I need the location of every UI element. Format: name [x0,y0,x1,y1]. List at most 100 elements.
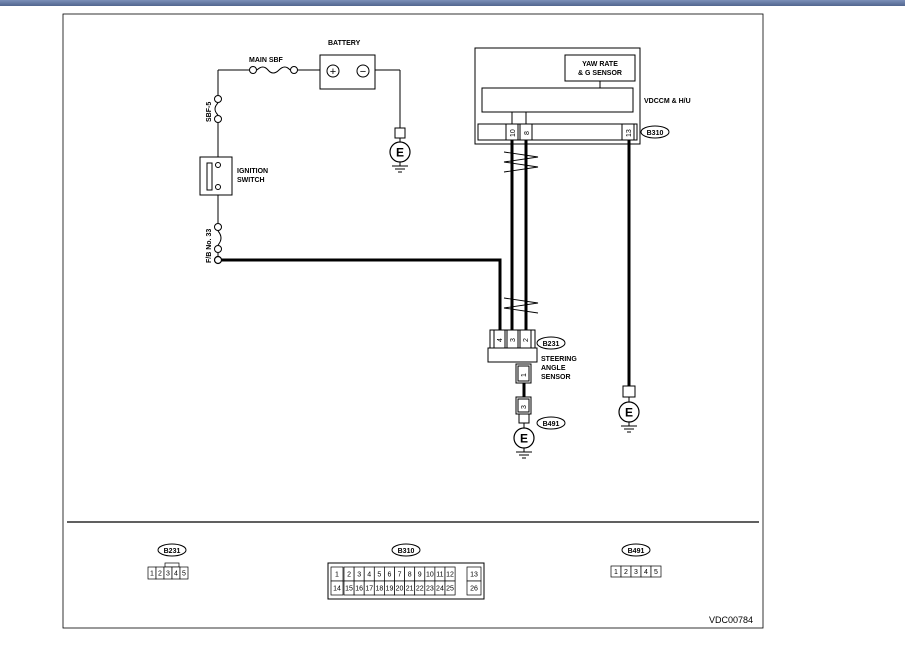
twisted-pair-marks [503,151,539,314]
steering-pin-1: 1 [521,373,528,377]
b491-oval [536,416,566,430]
b310-face-pin: 14 [333,586,341,593]
fb33-wire-terminal [213,255,223,265]
steering-ground-symbol [516,448,532,459]
vdccm-connector-strip [477,123,638,141]
b231-face-pin-cell [179,566,189,580]
b310-face-pin-cell [444,580,456,596]
battery-ground-symbol [392,162,408,173]
b491-face-pin: 2 [624,569,628,576]
ignition-label-2: SWITCH [237,177,265,184]
battery-label: BATTERY [328,40,361,47]
b310-face-pin: 21 [406,586,414,593]
b231-face-pin: 1 [150,571,154,578]
steering-sensor-body [487,347,538,363]
battery-plus-sign: + [330,66,336,78]
b310-face-pin: 2 [347,572,351,579]
b310-face-pin: 16 [355,586,363,593]
vdccm-pin-10: 10 [510,129,517,137]
b491-pin-3: 3 [521,405,528,409]
b310-face-pin: 20 [396,586,404,593]
b491-label: B491 [543,421,560,428]
steering-pin-3: 3 [510,338,517,342]
window-title-bar [0,0,905,6]
b310-face-pin: 7 [398,572,402,579]
vdccm-pin-8: 8 [524,131,531,135]
b310-oval [640,125,670,139]
b231-face-pin: 4 [174,571,178,578]
b310-face-pin-cell [330,580,344,596]
steering-label-2: ANGLE [541,365,566,372]
b491-face-pin: 5 [654,569,658,576]
b231-face-oval [157,543,187,557]
diagram-frame [62,13,764,629]
battery-minus-sign: − [360,66,366,78]
ignition-terminal-bottom [215,184,221,190]
b310-face-pin: 1 [335,572,339,579]
main-sbf-label: MAIN SBF [249,57,284,64]
b310-face-pin: 4 [367,572,371,579]
terminal-circles [214,66,298,253]
b491-face-pin-cell [650,565,662,578]
vdccm-ground-label: E [625,406,633,420]
power-supply-circuit [214,66,401,260]
b491-face-label: B491 [628,548,645,555]
b310-face-pin-cell [466,580,482,596]
steering-label-1: STEERING [541,356,577,363]
sbf5-label: SBF-5 [206,102,213,122]
b310-face-pin: 19 [386,586,394,593]
yaw-rate-sensor-box [564,54,636,82]
vdccm-control-bar [481,87,634,113]
vdccm-ground-terminal [622,385,636,398]
b491-face-oval [621,543,651,557]
yaw-rate-label-2: & G SENSOR [578,70,622,77]
yaw-rate-label-1: YAW RATE [582,61,618,68]
steering-pin-4: 4 [497,338,504,342]
b310-face-pin: 9 [418,572,422,579]
ignition-terminal-top [215,162,221,168]
b231-face-pin: 2 [158,571,162,578]
steering-ground-terminal [518,413,530,424]
steering-ground-label: E [520,432,528,446]
b491-face-pin: 1 [614,569,618,576]
b310-face-pin: 12 [446,572,454,579]
b231-face-key [164,562,180,568]
ignition-label-1: IGNITION [237,168,268,175]
battery-ground-label: E [396,146,404,160]
b310-face-pin: 3 [357,572,361,579]
b231-face-pin: 3 [166,571,170,578]
b310-face-pin: 22 [416,586,424,593]
harness-wires [218,140,631,397]
b310-face-pin: 10 [426,572,434,579]
b310-face-pin: 5 [377,572,381,579]
b310-face-pin: 25 [446,586,454,593]
fb33-label: F/B No. 33 [206,229,213,263]
vdccm-pin-13: 13 [626,129,633,137]
steering-pin-2: 2 [523,338,530,342]
b231-label: B231 [543,341,560,348]
vdccm-label: VDCCM & H/U [644,98,691,105]
ignition-switch-box [199,156,233,196]
b491-face-pin: 4 [644,569,648,576]
b310-face-pin: 17 [365,586,373,593]
b310-face-label: B310 [398,548,415,555]
b231-face-label: B231 [164,548,181,555]
b310-face-pin: 6 [387,572,391,579]
b310-face-pin: 26 [470,586,478,593]
b231-oval [536,336,566,350]
steering-label-3: SENSOR [541,374,571,381]
vdccm-ground-symbol [621,422,637,433]
b310-face-pin: 23 [426,586,434,593]
battery-plus-terminal [326,64,340,78]
b231-face-pin: 5 [182,571,186,578]
document-id: VDC00784 [709,615,753,625]
b310-face-pin: 11 [436,572,443,579]
b310-face-pin: 13 [470,572,478,579]
ignition-switch-contact [206,162,213,191]
b310-face-pin: 24 [436,586,444,593]
battery-minus-terminal [356,64,370,78]
